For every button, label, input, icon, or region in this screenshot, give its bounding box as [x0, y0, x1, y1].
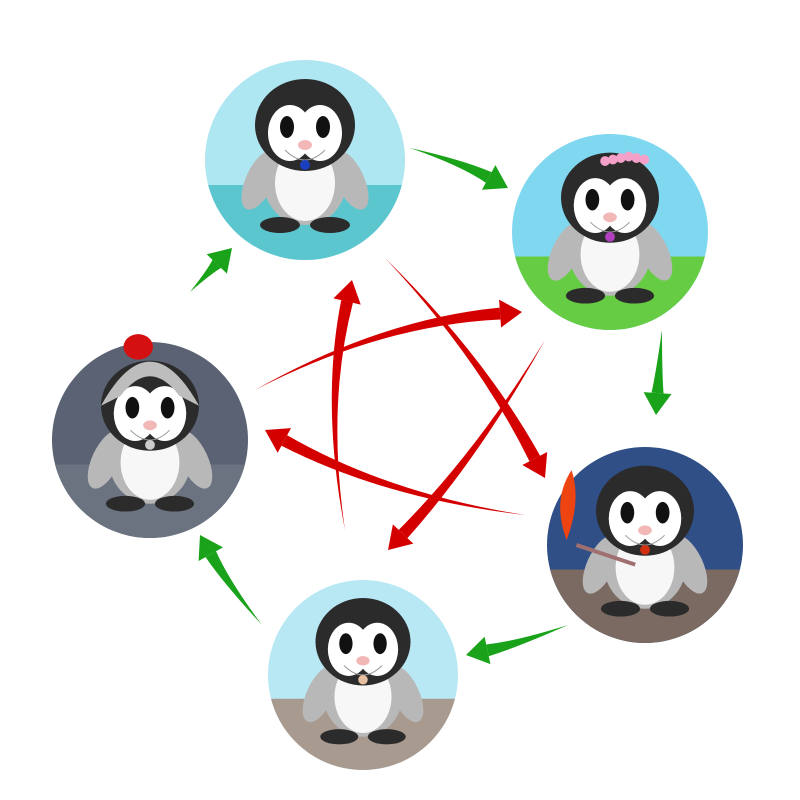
penguin-fire-icon: [547, 447, 743, 643]
generating-arrows: [190, 148, 672, 665]
generating-arrow: [466, 625, 568, 665]
overcoming-arrow: [385, 258, 548, 478]
penguin-water-icon: [205, 60, 405, 260]
penguin-flower-icon: [512, 134, 708, 330]
generating-arrow: [410, 148, 508, 190]
generating-arrow: [198, 535, 262, 625]
generating-arrow: [190, 248, 232, 292]
overcoming-arrow: [331, 280, 361, 530]
penguin-metal-icon: [52, 334, 248, 538]
overcoming-arrow: [255, 299, 522, 390]
overcoming-arrow: [388, 340, 545, 550]
overcoming-arrows: [255, 258, 548, 550]
overcoming-arrow: [265, 428, 525, 515]
penguin-nodes: [52, 60, 743, 770]
generating-arrow: [643, 330, 672, 415]
penguin-earth-icon: [268, 580, 458, 770]
